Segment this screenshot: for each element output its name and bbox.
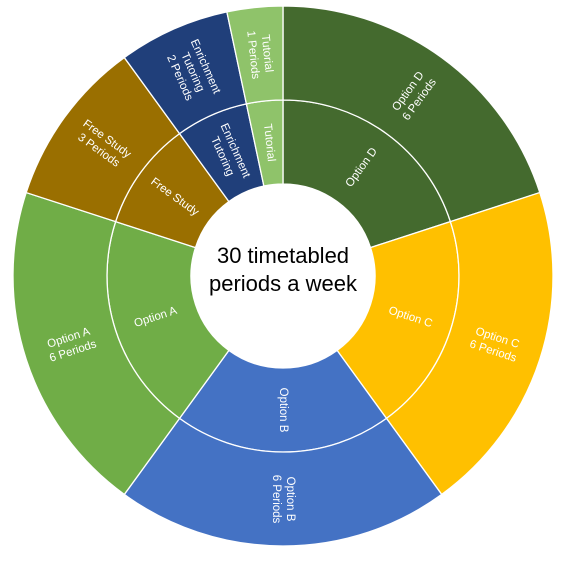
chart-title-line-1: 30 timetabled [217, 243, 349, 268]
outer-slice-tutorial [226, 5, 284, 105]
outer-label-option-b: Option B6 Periods [270, 475, 296, 524]
inner-label-option-b-line: Option B [277, 388, 289, 433]
outer-label-option-b-line: 6 Periods [270, 475, 282, 524]
outer-label-tutorial: Tutorial1 Periods [244, 29, 275, 80]
inner-label-option-b: Option B [277, 388, 289, 433]
outer-label-option-b-line: Option B [284, 477, 296, 522]
outer-label-tutorial-line: Tutorial [259, 34, 275, 73]
inner-label-tutorial: Tutorial [261, 123, 277, 162]
center-hole [191, 184, 375, 368]
inner-label-tutorial-line: Tutorial [261, 123, 277, 162]
outer-label-tutorial-line: 1 Periods [244, 30, 261, 80]
chart-title-line-2: periods a week [209, 271, 358, 296]
